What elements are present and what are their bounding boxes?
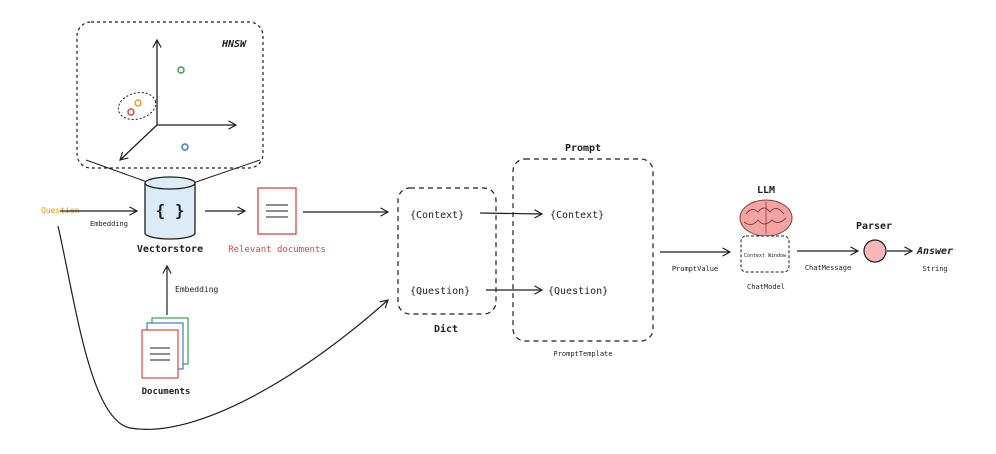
answer-label: Answer xyxy=(916,246,953,257)
prompt-context: {Context} xyxy=(550,210,604,221)
llm-title: LLM xyxy=(757,185,775,196)
relevant-document-icon xyxy=(257,187,297,235)
vectorstore-icon: { } xyxy=(144,176,196,240)
answer-type-label: String xyxy=(922,265,947,273)
documents-label: Documents xyxy=(142,387,191,397)
blue-point xyxy=(181,143,189,151)
embedding-bottom-label: Embedding xyxy=(175,285,219,294)
brain-icon xyxy=(739,199,793,237)
orange-point xyxy=(134,99,142,107)
vectorstore-braces: { } xyxy=(156,201,185,220)
question-to-dict-curve xyxy=(57,225,389,430)
dict-label: Dict xyxy=(434,323,458,335)
z-axis xyxy=(119,124,158,161)
prompt-template-label: PromptTemplate xyxy=(553,350,612,358)
zoom-line-right xyxy=(192,159,261,184)
context-window-label: Context Window xyxy=(744,253,787,259)
green-point xyxy=(177,66,185,74)
chat-message-label: ChatMessage xyxy=(805,264,851,272)
prompt-question: {Question} xyxy=(548,286,608,297)
parser-label: Parser xyxy=(856,221,892,232)
hnsw-label: HNSW xyxy=(221,39,247,50)
chat-model-label: ChatModel xyxy=(747,283,785,291)
prompt-value-label: PromptValue xyxy=(672,265,718,273)
vectorstore-label: Vectorstore xyxy=(137,244,203,255)
dict-question: {Question} xyxy=(410,286,470,297)
prompt-template-box: {Context} {Question} xyxy=(512,158,654,342)
context-window-box: Context Window xyxy=(740,235,790,273)
dict-box: {Context} {Question} xyxy=(397,187,497,315)
embedding-top-label: Embedding xyxy=(90,220,128,228)
parser-node xyxy=(863,239,887,263)
context-arrow xyxy=(479,209,544,219)
prompt-title: Prompt xyxy=(565,143,601,154)
red-point xyxy=(127,108,135,116)
relevant-documents-label: Relevant documents xyxy=(228,245,326,255)
dict-context: {Context} xyxy=(410,210,464,221)
documents-stack-icon xyxy=(141,317,189,379)
hnsw-panel: HNSW xyxy=(76,21,264,169)
zoom-line-left xyxy=(85,159,151,184)
cluster-outline xyxy=(117,92,157,120)
